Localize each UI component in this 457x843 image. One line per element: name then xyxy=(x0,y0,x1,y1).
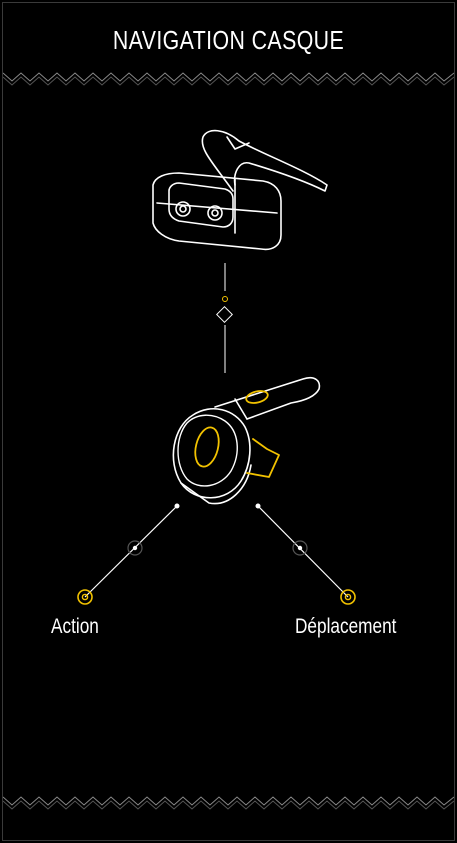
movement-callout xyxy=(255,503,356,605)
vr-headset-icon xyxy=(152,129,328,251)
vr-controller-icon xyxy=(172,376,321,505)
action-label: Action xyxy=(51,615,99,638)
top-zigzag-divider xyxy=(3,72,454,86)
bottom-zigzag-divider xyxy=(3,796,454,810)
movement-label: Déplacement xyxy=(295,615,397,638)
page-title: NAVIGATION CASQUE xyxy=(112,25,345,55)
controls-illustration xyxy=(77,129,356,605)
action-callout xyxy=(77,503,180,605)
connector-line xyxy=(216,263,233,373)
